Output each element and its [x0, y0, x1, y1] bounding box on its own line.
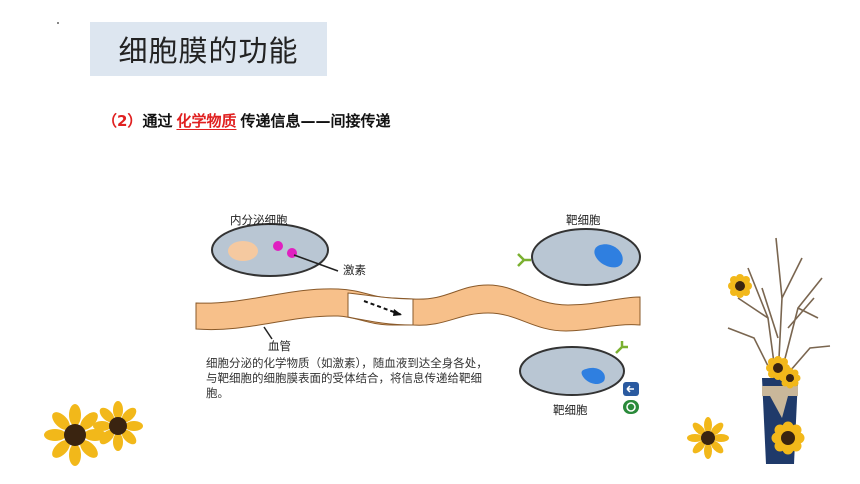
- vase-with-branches-icon: [727, 237, 831, 464]
- hormone-signaling-diagram: [195, 223, 641, 396]
- slide-title-text: 细胞膜的功能: [118, 34, 299, 68]
- label-target-cell-top: 靶细胞: [566, 213, 601, 227]
- label-endocrine-cell: 内分泌细胞: [230, 213, 288, 227]
- subtitle-number: （2）: [102, 112, 143, 130]
- sunflower-icon: [687, 417, 729, 459]
- receptor-bottom: [615, 341, 628, 354]
- flow-arrow-head: [393, 309, 402, 316]
- corner-mark: [57, 22, 59, 24]
- nav-buttons-icon: [623, 382, 639, 414]
- vessel-pointer: [263, 326, 273, 340]
- label-target-cell-bottom: 靶细胞: [553, 403, 588, 417]
- diagram-caption: 细胞分泌的化学物质（如激素），随血液到达全身各处，与靶细胞的细胞膜表面的受体结合…: [206, 356, 488, 400]
- endocrine-nucleus: [228, 241, 258, 261]
- target-cell-top: [531, 228, 641, 286]
- subtitle-suffix: 传递信息——间接传递: [240, 112, 391, 130]
- hormone-pointer: [293, 254, 339, 272]
- receptor-top: [517, 253, 531, 267]
- hormone-dot-1: [273, 241, 283, 251]
- subtitle-prefix: 通过: [142, 112, 173, 130]
- target-nucleus-bottom: [581, 367, 605, 385]
- label-hormone: 激素: [343, 263, 366, 277]
- target-cell-bottom: [519, 346, 625, 396]
- subtitle-answer-blank: 化学物质: [176, 112, 237, 130]
- blood-vessel-right: [412, 284, 641, 332]
- target-nucleus-top: [594, 244, 623, 268]
- blood-vessel-window: [347, 292, 414, 326]
- slide-subtitle: （2）通过化学物质传递信息——间接传递: [102, 110, 390, 131]
- endocrine-cell: [211, 223, 329, 277]
- label-blood-vessel: 血管: [268, 339, 291, 353]
- sunflower-cluster-left-icon: [44, 401, 143, 466]
- slide-title: 细胞膜的功能: [90, 22, 327, 76]
- hormone-dot-2: [287, 248, 297, 258]
